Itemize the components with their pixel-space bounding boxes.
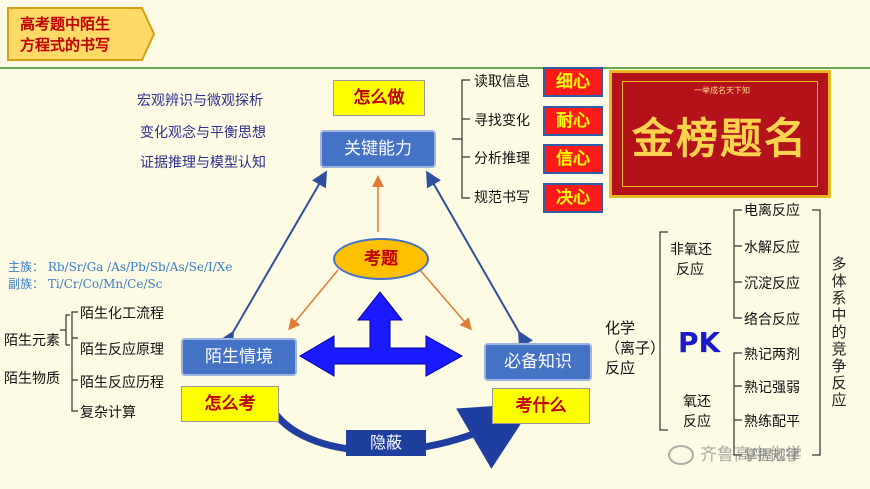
redox-item-1: 熟记两剂	[744, 347, 800, 363]
chem-reaction-label: 化学 （离子） 反应	[605, 318, 665, 378]
situation-item-4: 复杂计算	[80, 405, 136, 421]
concept-3: 证据推理与模型认知	[140, 155, 266, 171]
how-to-do-box: 怎么做	[333, 80, 425, 116]
main-group-elements: 主族： Rb/Sr/Ga /As/Pb/Sb/As/Se/I/Xe	[8, 260, 233, 274]
non-redox-item-1: 电离反应	[744, 203, 800, 219]
chem-label-2: （离子）	[605, 339, 666, 357]
non-redox-item-2: 水解反应	[744, 240, 800, 256]
arrow-situation-ability	[219, 170, 328, 349]
multi-system-competition-label: 多体系中的竞争反应	[831, 255, 847, 409]
arrow-exam-left	[288, 269, 339, 331]
concept-2: 变化观念与平衡思想	[140, 125, 266, 141]
what-to-test-box: 考什么	[492, 388, 590, 424]
redox-item-2: 熟记强弱	[744, 380, 800, 396]
how-to-test-box: 怎么考	[181, 386, 279, 422]
step-3-label: 分析推理	[474, 151, 530, 167]
wechat-icon	[668, 445, 694, 465]
title-banner: 高考题中陌生 方程式的书写	[6, 4, 156, 64]
title-line2: 方程式的书写	[20, 36, 111, 54]
redox-item-3: 熟练配平	[744, 414, 800, 430]
unfamiliar-situation-node: 陌生情境	[181, 338, 297, 376]
situation-item-1: 陌生化工流程	[80, 306, 164, 322]
pk-label: PK	[678, 326, 721, 359]
step-2-label: 寻找变化	[474, 113, 530, 129]
step-1-label: 读取信息	[474, 74, 530, 90]
non-redox-label-1: 非氧还	[670, 242, 712, 258]
source-unfamiliar-substance: 陌生物质	[4, 371, 60, 387]
exam-question-node: 考题	[333, 238, 429, 280]
gold-banner: 一举成名天下知 金榜题名	[609, 70, 831, 198]
redox-label: 氧还 反应	[683, 392, 711, 432]
non-redox-item-4: 络合反应	[744, 312, 800, 328]
banner-main: 金榜题名	[631, 114, 808, 163]
concept-1: 宏观辨识与微观探析	[137, 93, 263, 109]
key-ability-node: 关键能力	[320, 130, 436, 168]
situation-item-2: 陌生反应原理	[80, 342, 164, 358]
watermark-text: 齐鲁高中化学	[700, 445, 802, 465]
banner-sub: 一举成名天下知	[694, 86, 750, 95]
arrow-exam-right	[419, 269, 472, 331]
arrow-knowledge-ability	[426, 170, 533, 349]
title-line1: 高考题中陌生	[20, 15, 111, 33]
situation-item-3: 陌生反应历程	[80, 375, 164, 391]
non-redox-label-2: 反应	[676, 262, 704, 278]
chem-label-1: 化学	[605, 319, 636, 337]
source-unfamiliar-element: 陌生元素	[4, 333, 60, 349]
non-redox-label: 非氧还 反应	[670, 240, 712, 280]
watermark: 齐鲁高中化学	[668, 440, 802, 465]
non-redox-item-3: 沉淀反应	[744, 276, 800, 292]
step-2-tag: 耐心	[543, 106, 603, 136]
central-arrow	[299, 291, 464, 377]
redox-label-2: 反应	[683, 414, 711, 430]
chem-label-3: 反应	[605, 359, 636, 377]
step-3-tag: 信心	[543, 144, 603, 174]
essential-knowledge-node: 必备知识	[484, 343, 592, 381]
redox-item-4: 掌握规律	[744, 448, 800, 464]
step-4-tag: 决心	[543, 183, 603, 213]
hidden-label: 隐蔽	[346, 430, 426, 456]
step-4-label: 规范书写	[474, 190, 530, 206]
step-1-tag: 细心	[543, 67, 603, 97]
redox-label-1: 氧还	[683, 394, 711, 410]
sub-group-elements: 副族： Ti/Cr/Co/Mn/Ce/Sc	[8, 277, 163, 291]
